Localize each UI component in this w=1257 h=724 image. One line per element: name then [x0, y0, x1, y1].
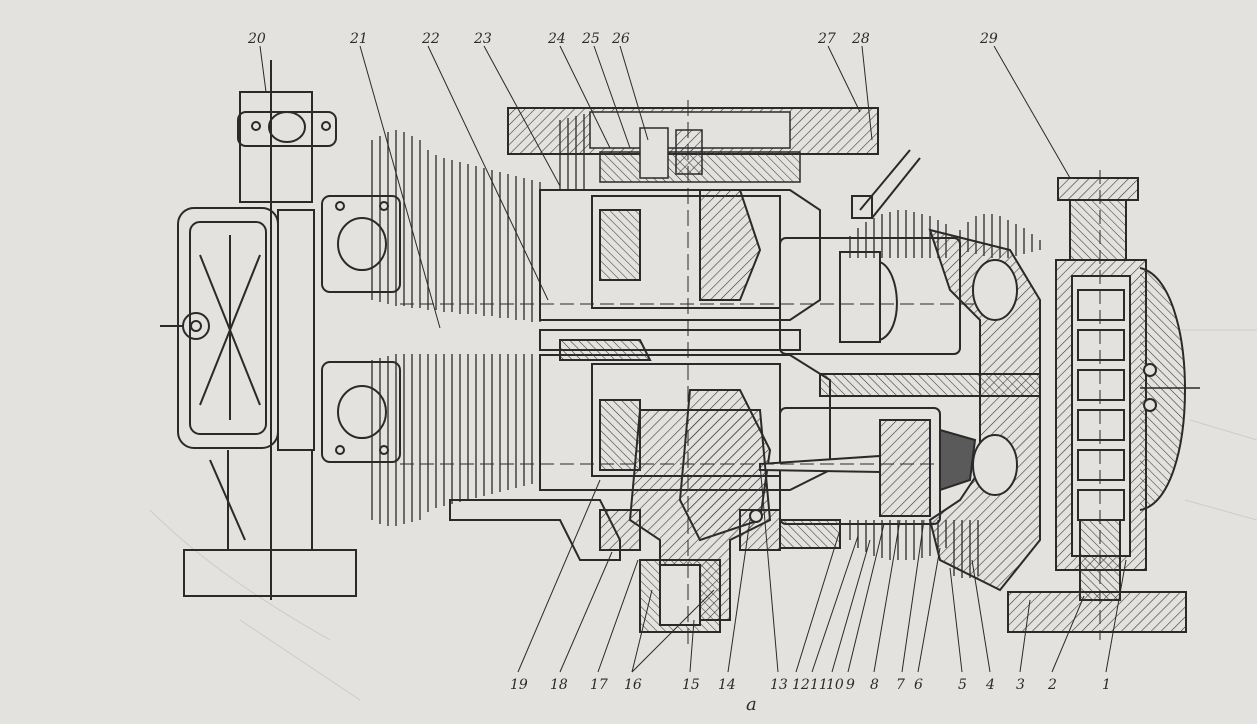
- subfigure-label: а: [746, 694, 757, 715]
- right-cylinder-head: [819, 228, 1041, 592]
- callout-12: 12: [792, 677, 810, 693]
- cylinder-head-ports: [321, 195, 401, 463]
- callout-7: 7: [896, 677, 905, 693]
- callout-1: 1: [1102, 677, 1111, 693]
- callout-5: 5: [958, 677, 967, 693]
- callout-23: 23: [474, 31, 492, 47]
- callout-28: 28: [852, 31, 870, 47]
- air-intake-filter: [160, 207, 279, 449]
- background-traces: [149, 329, 1257, 701]
- callout-11: 11: [810, 677, 828, 693]
- callout-6: 6: [914, 677, 923, 693]
- callout-27: 27: [818, 31, 836, 47]
- oil-pipe: [851, 149, 921, 219]
- callout-19: 19: [510, 677, 528, 693]
- crankcase-top-cover: [507, 107, 879, 183]
- callout-21: 21: [350, 31, 368, 47]
- intake-manifold: [183, 60, 357, 600]
- callout-29: 29: [980, 31, 998, 47]
- callout-13: 13: [770, 677, 788, 693]
- leader-lines: [259, 45, 1127, 673]
- crankcase-bottom: [449, 499, 841, 561]
- callout-22: 22: [422, 31, 440, 47]
- callout-15: 15: [682, 677, 700, 693]
- callout-17: 17: [590, 677, 608, 693]
- lower-cylinder-fins: [371, 354, 541, 526]
- callout-10: 10: [826, 677, 844, 693]
- callout-18: 18: [550, 677, 568, 693]
- lower-piston-assembly: [400, 407, 1000, 525]
- callout-2: 2: [1048, 677, 1057, 693]
- callout-26: 26: [612, 31, 630, 47]
- callout-14: 14: [718, 677, 736, 693]
- callout-24: 24: [548, 31, 566, 47]
- crankshaft-column: [599, 100, 781, 650]
- callout-25: 25: [582, 31, 600, 47]
- callout-9: 9: [846, 677, 855, 693]
- callout-4: 4: [986, 677, 995, 693]
- callout-20: 20: [248, 31, 266, 47]
- callout-3: 3: [1016, 677, 1025, 693]
- upper-cylinder-fins: [371, 114, 585, 322]
- camshaft-drive-column: [1007, 170, 1200, 640]
- callout-16: 16: [624, 677, 642, 693]
- callout-8: 8: [870, 677, 879, 693]
